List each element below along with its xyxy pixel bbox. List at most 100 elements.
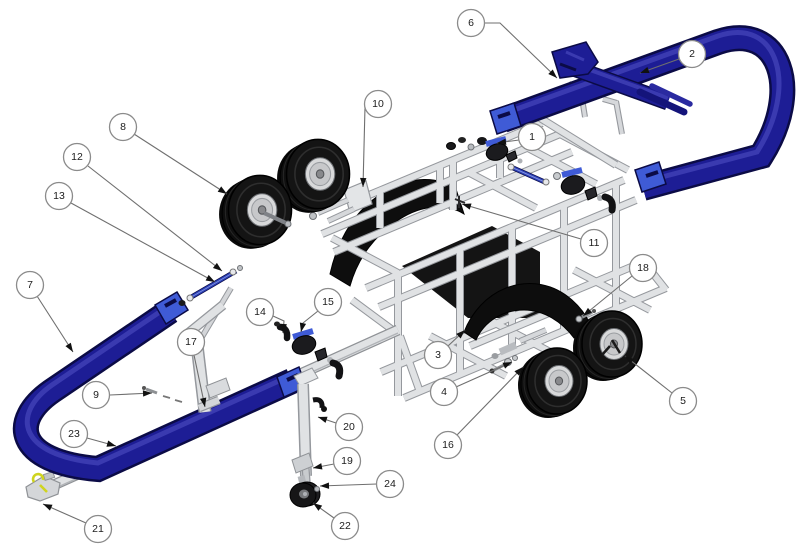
- callout-balloon-19: [332, 446, 362, 476]
- callout-18: 18: [582, 253, 658, 317]
- callout-13: 13: [44, 181, 216, 283]
- callout-arrow-4: [502, 362, 512, 369]
- callout-number-21: 21: [92, 523, 104, 535]
- callout-arrow-1: [497, 138, 507, 145]
- callout-arrow-9: [142, 390, 152, 397]
- hoop-end-cap: [153, 290, 190, 326]
- callout-arrow-14: [280, 323, 287, 333]
- callout-number-17: 17: [185, 336, 197, 348]
- callout-arrow-10: [360, 177, 367, 187]
- light-rod: [178, 265, 243, 306]
- callout-arrow-5: [625, 356, 635, 365]
- callout-number-12: 12: [71, 151, 83, 163]
- callout-number-7: 7: [27, 279, 33, 291]
- callout-16: 16: [433, 366, 524, 460]
- callout-10: 10: [360, 89, 393, 188]
- hoop-end-cap: [489, 102, 522, 135]
- roller-assembly-front: [274, 321, 344, 380]
- jack-handle: [312, 397, 325, 409]
- callout-arrow-23: [106, 440, 116, 447]
- callout-arrow-3: [456, 330, 465, 339]
- callout-24: 24: [319, 469, 405, 499]
- safety-pin: [31, 472, 48, 493]
- callout-number-14: 14: [254, 306, 266, 318]
- callout-number-13: 13: [53, 190, 65, 202]
- callout-arrow-6: [548, 69, 557, 78]
- callout-arrow-13: [205, 274, 215, 282]
- callout-7: 7: [15, 270, 74, 353]
- callout-arrow-17: [200, 397, 207, 407]
- jack-bracket: [291, 452, 314, 474]
- callout-arrow-18: [583, 307, 592, 316]
- callout-number-15: 15: [322, 296, 334, 308]
- callout-balloon-7: [15, 270, 45, 300]
- callout-balloon-24: [375, 469, 405, 499]
- callout-number-18: 18: [637, 262, 649, 274]
- callout-balloon-18: [628, 253, 658, 283]
- callout-balloon-11: [579, 228, 609, 258]
- callout-balloon-6: [456, 8, 486, 38]
- callout-arrow-16: [514, 367, 523, 376]
- callout-arrow-21: [43, 504, 53, 511]
- callout-6: 6: [456, 8, 558, 79]
- callout-arrow-2: [640, 66, 650, 73]
- callout-number-9: 9: [93, 389, 99, 401]
- callout-19: 19: [312, 446, 362, 476]
- callout-17: 17: [176, 327, 207, 408]
- callout-number-20: 20: [343, 421, 355, 433]
- callout-23: 23: [59, 419, 117, 449]
- callout-balloon-21: [83, 514, 113, 544]
- tongue-jack: [289, 367, 327, 508]
- coupler: [25, 470, 61, 502]
- callout-arrow-24: [320, 482, 330, 489]
- callout-21: 21: [42, 503, 113, 544]
- trailer-frame: [309, 123, 667, 398]
- callout-number-22: 22: [339, 520, 351, 532]
- callout-arrow-7: [65, 342, 73, 352]
- callout-2: 2: [639, 39, 707, 74]
- wheel-spindle: [263, 211, 287, 225]
- hoop-clamp-bracket: [551, 41, 693, 116]
- callout-balloon-23: [59, 419, 89, 449]
- callout-number-4: 4: [441, 386, 447, 398]
- callout-5: 5: [624, 355, 698, 416]
- callout-balloon-15: [313, 287, 343, 317]
- callout-balloon-16: [433, 430, 463, 460]
- callout-balloon-3: [423, 340, 453, 370]
- axle-nut: [309, 212, 317, 220]
- callout-15: 15: [299, 287, 343, 333]
- callout-number-19: 19: [341, 455, 353, 467]
- front-fender: [463, 283, 591, 341]
- callout-arrow-22: [313, 503, 323, 511]
- callout-8: 8: [108, 112, 228, 195]
- callout-balloon-17: [176, 327, 206, 357]
- wheel-rear-inner: [218, 174, 293, 250]
- callout-number-3: 3: [435, 349, 441, 361]
- callout-number-16: 16: [442, 439, 454, 451]
- callout-number-8: 8: [120, 121, 126, 133]
- callout-number-10: 10: [372, 98, 384, 110]
- callout-balloon-9: [81, 380, 111, 410]
- callout-number-23: 23: [68, 428, 80, 440]
- callout-14: 14: [245, 297, 287, 334]
- roller-assembly-rear: [446, 136, 616, 214]
- callout-22: 22: [312, 502, 360, 541]
- callout-20: 20: [317, 412, 364, 442]
- callout-balloon-12: [62, 142, 92, 172]
- callout-4: 4: [429, 361, 513, 407]
- wheel-front-inner: [517, 339, 622, 419]
- axle-mount-bracket: [343, 180, 373, 214]
- callout-number-24: 24: [384, 478, 396, 490]
- callout-balloon-13: [44, 181, 74, 211]
- callout-3: 3: [423, 329, 466, 370]
- callout-balloon-20: [334, 412, 364, 442]
- callout-number-5: 5: [680, 395, 686, 407]
- callout-arrow-8: [217, 186, 227, 194]
- callout-arrow-20: [318, 416, 328, 423]
- callout-12: 12: [62, 142, 223, 272]
- callout-balloon-22: [330, 511, 360, 541]
- callout-balloon-5: [668, 386, 698, 416]
- callout-9: 9: [81, 380, 153, 410]
- callout-number-11: 11: [589, 237, 600, 249]
